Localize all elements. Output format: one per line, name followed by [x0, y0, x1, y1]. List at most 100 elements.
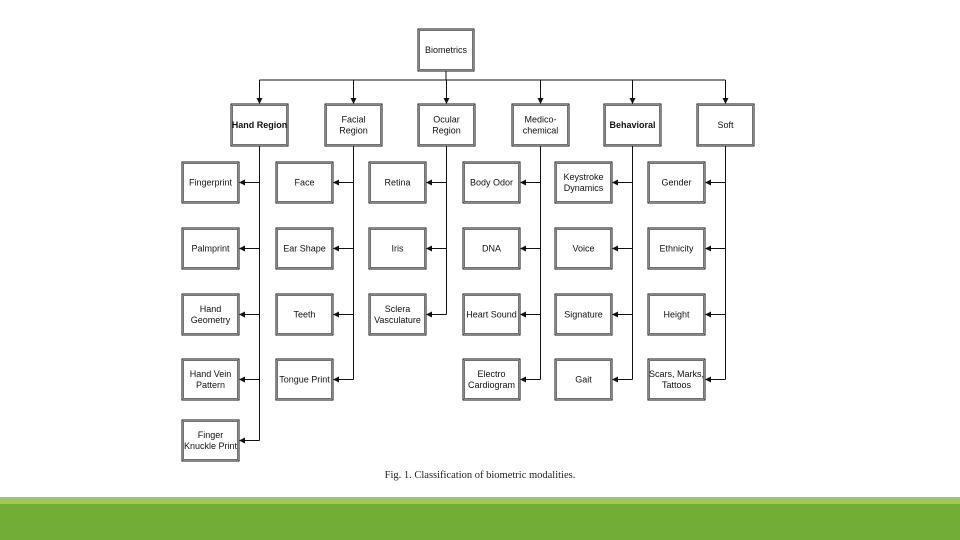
item-iris-label-line-1: Iris: [392, 244, 404, 254]
item-teeth: Teeth: [275, 293, 334, 336]
category-facial-region-inner-border: [326, 105, 381, 145]
category-facial-region-box: [324, 103, 383, 147]
item-hand-geometry-inner-border: [183, 295, 238, 334]
item-scars-marks-tattoos: Scars, Marks,Tattoos: [647, 358, 706, 401]
category-behavioral: Behavioral: [603, 103, 662, 147]
category-ocular-region-box: [417, 103, 476, 147]
category-soft-inner-border: [698, 105, 753, 145]
item-retina: Retina: [368, 161, 427, 204]
category-soft-label-line-1: Soft: [717, 120, 734, 130]
figure-caption: Fig. 1. Classification of biometric moda…: [384, 470, 576, 481]
item-iris: Iris: [368, 227, 427, 270]
category-facial-region-label-line-1: Facial: [341, 115, 365, 125]
root-node-label: Biometrics: [425, 45, 468, 55]
item-height-label-line-1: Height: [663, 310, 690, 320]
item-keystroke-dynamics-box: [554, 161, 613, 204]
item-keystroke-dynamics-label-line-1: Keystroke: [563, 172, 603, 182]
item-height-inner-border: [649, 295, 704, 334]
item-hand-geometry-label-line-1: Hand: [200, 304, 222, 314]
category-ocular-region-inner-border: [419, 105, 474, 145]
item-hand-vein-pattern-label-line-1: Hand Vein: [190, 369, 232, 379]
item-heart-sound-box: [462, 293, 521, 336]
category-behavioral-label-line-1: Behavioral: [609, 120, 655, 130]
category-medico-chemical-label-line-2: chemical: [523, 126, 559, 136]
item-ethnicity: Ethnicity: [647, 227, 706, 270]
item-hand-geometry-label-line-2: Geometry: [191, 315, 231, 325]
item-body-odor-label-line-1: Body Odor: [470, 178, 513, 188]
item-voice-box: [554, 227, 613, 270]
item-scars-marks-tattoos-label-line-2: Tattoos: [662, 380, 692, 390]
item-sclera-vasculature-box: [368, 293, 427, 336]
item-gait-inner-border: [556, 360, 611, 399]
item-tongue-print-label-line-1: Tongue Print: [279, 375, 330, 385]
item-palmprint: Palmprint: [181, 227, 240, 270]
item-face: Face: [275, 161, 334, 204]
category-behavioral-inner-border: [605, 105, 660, 145]
root-node-box: [417, 28, 475, 72]
item-sclera-vasculature-inner-border: [370, 295, 425, 334]
category-medico-chemical: Medico-chemical: [511, 103, 570, 147]
item-iris-box: [368, 227, 427, 270]
item-fingerprint-inner-border: [183, 163, 238, 202]
item-ethnicity-label-line-1: Ethnicity: [659, 244, 694, 254]
item-voice: Voice: [554, 227, 613, 270]
connector-lines: [239, 71, 729, 444]
category-soft-box: [696, 103, 755, 147]
item-hand-vein-pattern-inner-border: [183, 360, 238, 399]
footer-band-light: [0, 497, 960, 504]
item-fingerprint-box: [181, 161, 240, 204]
item-voice-inner-border: [556, 229, 611, 268]
item-ear-shape-label-line-1: Ear Shape: [283, 244, 326, 254]
item-fingerprint: Fingerprint: [181, 161, 240, 204]
item-dna-inner-border: [464, 229, 519, 268]
item-finger-knuckle-print-label-line-2: Knuckle Print: [184, 441, 238, 451]
category-ocular-region-label-line-2: Region: [432, 126, 461, 136]
item-heart-sound-inner-border: [464, 295, 519, 334]
item-ear-shape-box: [275, 227, 334, 270]
item-face-label-line-1: Face: [294, 178, 314, 188]
item-gender-inner-border: [649, 163, 704, 202]
item-gait: Gait: [554, 358, 613, 401]
item-keystroke-dynamics-inner-border: [556, 163, 611, 202]
item-hand-vein-pattern-box: [181, 358, 240, 401]
item-heart-sound: Heart Sound: [462, 293, 521, 336]
item-sclera-vasculature-label-line-2: Vasculature: [374, 315, 421, 325]
item-scars-marks-tattoos-box: [647, 358, 706, 401]
item-electro-cardiogram-box: [462, 358, 521, 401]
item-face-box: [275, 161, 334, 204]
item-teeth-label-line-1: Teeth: [293, 310, 315, 320]
category-medico-chemical-inner-border: [513, 105, 568, 145]
item-finger-knuckle-print-label-line-1: Finger: [198, 430, 224, 440]
item-dna-label-line-1: DNA: [482, 244, 501, 254]
item-fingerprint-label-line-1: Fingerprint: [189, 178, 233, 188]
item-signature-inner-border: [556, 295, 611, 334]
root-node-inner-border: [419, 30, 473, 70]
item-retina-inner-border: [370, 163, 425, 202]
item-teeth-inner-border: [277, 295, 332, 334]
item-signature-label-line-1: Signature: [564, 310, 603, 320]
category-facial-region-label-line-2: Region: [339, 126, 368, 136]
item-gait-label-line-1: Gait: [575, 375, 592, 385]
item-height: Height: [647, 293, 706, 336]
item-face-inner-border: [277, 163, 332, 202]
item-ethnicity-inner-border: [649, 229, 704, 268]
category-soft: Soft: [696, 103, 755, 147]
category-medico-chemical-label-line-1: Medico-: [524, 115, 556, 125]
item-retina-box: [368, 161, 427, 204]
category-hand-region: Hand Region: [230, 103, 289, 147]
item-keystroke-dynamics-label-line-2: Dynamics: [564, 183, 604, 193]
item-palmprint-label-line-1: Palmprint: [191, 244, 230, 254]
category-medico-chemical-box: [511, 103, 570, 147]
item-ear-shape-inner-border: [277, 229, 332, 268]
item-tongue-print: Tongue Print: [275, 358, 334, 401]
item-electro-cardiogram-label-line-2: Cardiogram: [468, 380, 515, 390]
item-finger-knuckle-print-box: [181, 419, 240, 462]
root-node-biometrics: Biometrics: [417, 28, 475, 72]
item-gender-label-line-1: Gender: [661, 178, 691, 188]
